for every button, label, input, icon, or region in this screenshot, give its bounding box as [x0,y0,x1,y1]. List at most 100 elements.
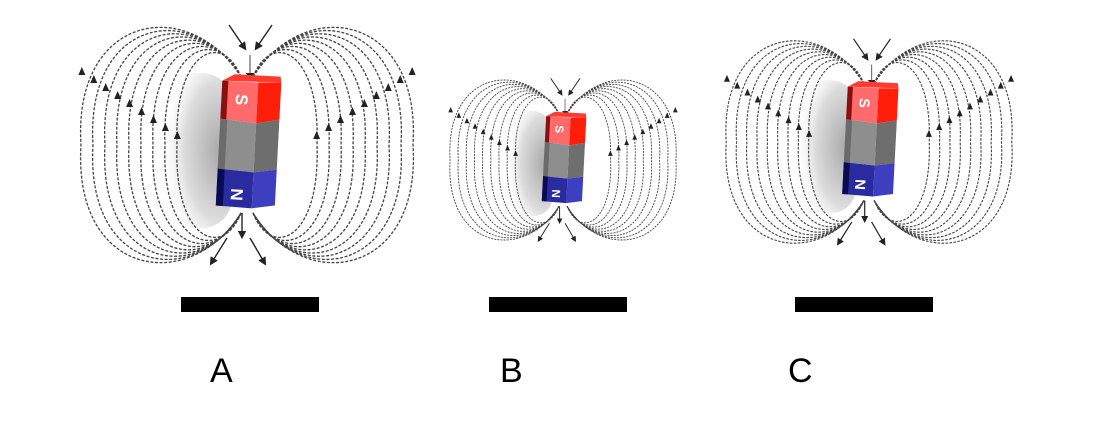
field-line [252,30,402,260]
field-arrow [956,109,963,117]
north-pole-label: N [851,179,868,190]
pole-arrows [537,78,581,243]
magnet-shadow [787,80,857,214]
field-arrow [480,128,486,135]
panel-label-c: C [788,352,813,390]
field-line [490,90,560,230]
field-arrow [775,109,782,117]
field-line [566,86,652,234]
field-arrow [564,223,576,243]
field-arrow [254,24,273,51]
field-line [725,40,865,244]
south-pole-edge [846,86,853,121]
field-arrow [795,123,802,130]
bar-magnet: SN [541,111,587,204]
south-pole-side [876,88,899,124]
field-arrow [249,237,267,266]
field-line [766,51,865,233]
field-line [252,48,330,242]
field-arrow [853,38,869,61]
field-arrow [396,75,404,83]
magnet-body-edge [843,119,853,164]
field-line [164,48,242,242]
field-arrow [102,83,110,91]
scale-bar-a [181,297,319,312]
field-arrow [640,128,646,135]
panel-label-a: A [210,352,233,390]
field-arrow [472,123,478,129]
bar-magnet: SN [215,74,282,209]
magnet-body-side [874,120,897,166]
field-arrow [648,123,654,129]
field-line [92,30,242,260]
field-line [873,51,972,233]
field-line [457,81,560,239]
panel-label-b: B [500,352,523,390]
field-line [566,81,669,239]
field-arrow [1008,74,1015,82]
field-line [449,79,560,241]
south-pole-label: S [232,93,252,105]
field-arrow [325,123,333,131]
north-pole-side [873,163,895,197]
south-pole-side [256,82,282,124]
field-line [116,36,242,254]
field-arrow [977,95,984,103]
field-arrow [568,78,581,96]
field-line [566,79,677,241]
magnet-top-face [222,74,282,83]
field-line [498,92,560,228]
field-arrow [744,88,751,96]
pole-arrows [209,24,273,266]
field-line [252,45,342,245]
field-arrow [448,106,454,113]
south-pole-front [220,80,259,124]
field-arrow [138,107,146,115]
north-pole-front [541,175,568,204]
field-arrow [209,237,228,266]
field-arrow [337,115,345,123]
north-pole-edge [215,168,225,206]
field-line [873,56,951,228]
field-arrow [497,139,502,146]
field-lines [448,79,678,241]
field-arrow [966,102,973,110]
field-arrow [408,67,416,75]
scale-bar-b [489,297,627,312]
field-line [80,26,242,264]
north-pole-front [842,162,875,197]
south-pole-label: S [552,125,564,134]
field-arrow [765,102,772,110]
field-line [252,42,354,248]
field-line [140,42,242,248]
field-arrow [925,129,932,137]
field-line [465,83,560,237]
field-line [566,88,644,232]
magnet-body-side [253,119,280,173]
field-line [777,54,865,230]
field-arrow [372,91,380,99]
field-arrow [871,221,886,246]
field-arrow [754,95,761,103]
field-arrow [384,83,392,91]
field-arrow [505,145,510,151]
field-arrow [785,116,792,124]
north-pole-front [215,168,254,209]
field-line [566,83,661,237]
field-line [873,48,982,236]
field-line [482,88,560,232]
south-pole-label: S [855,98,872,109]
field-line [252,36,378,254]
south-pole-front [544,116,571,146]
south-pole-edge [544,116,551,143]
field-lines [723,40,1015,244]
field-arrow [114,91,122,99]
field-arrow [624,139,629,146]
field-line [152,45,242,245]
field-arrow [936,123,943,130]
field-arrow [550,78,563,96]
field-line [735,43,865,241]
field-arrow [78,67,86,75]
north-pole-side [251,169,277,209]
